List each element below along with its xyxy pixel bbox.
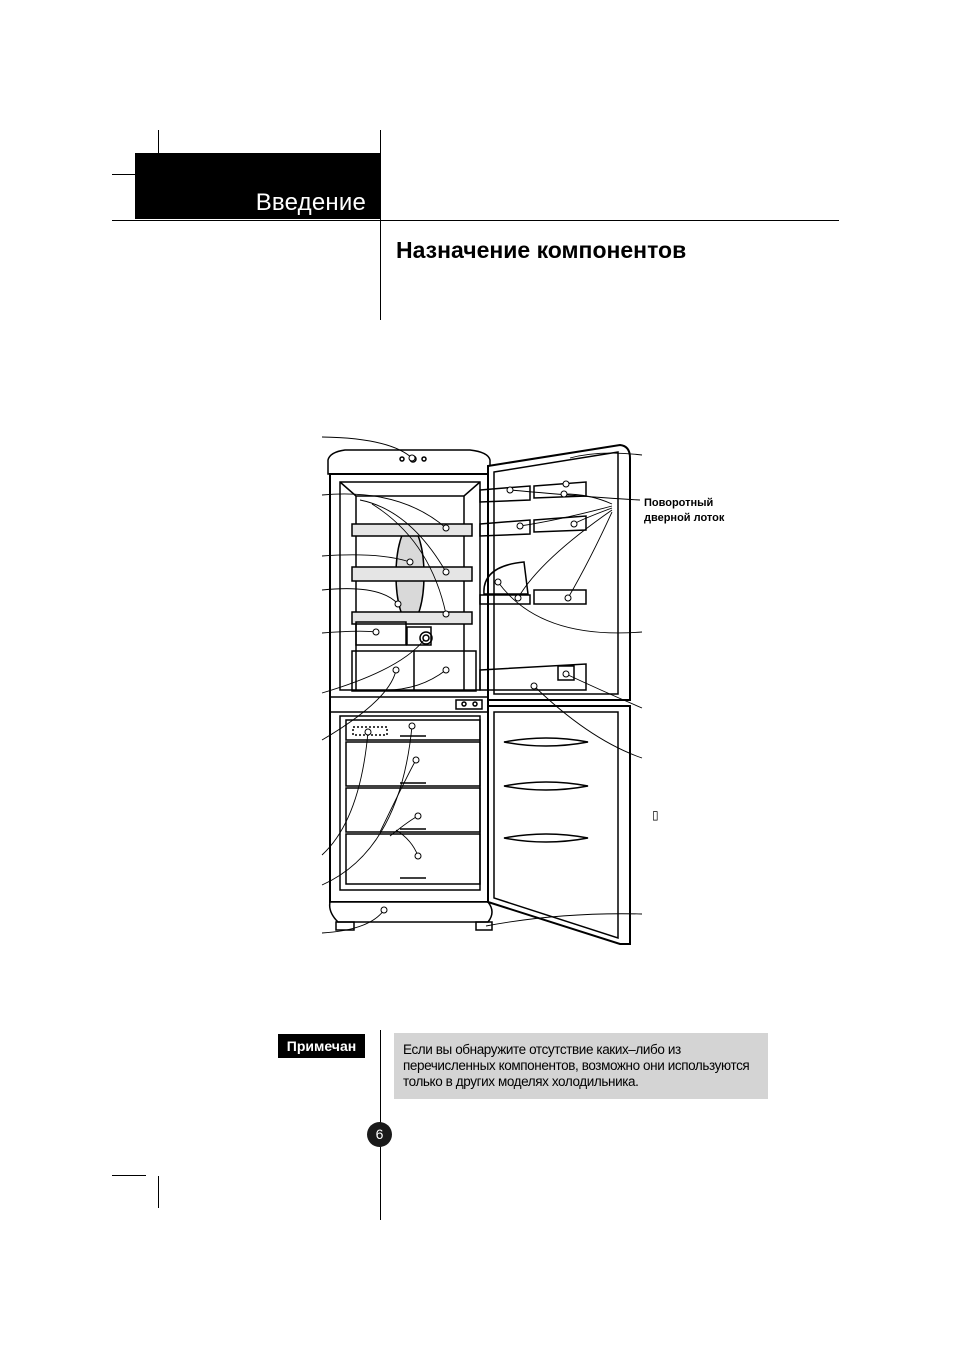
crop-mark-left (112, 174, 136, 175)
column-rule-top (380, 130, 381, 320)
page-number: 6 (367, 1122, 392, 1147)
page-title: Назначение компонентов (396, 237, 687, 263)
crop-mark-bottom (158, 1176, 159, 1208)
note-badge: Примечан (278, 1034, 365, 1058)
crop-mark-bottom-left (112, 1175, 146, 1176)
swivel-tray-callout: Поворотный дверной лоток (644, 496, 724, 526)
crop-mark-top (158, 130, 159, 154)
note-box: Если вы обнаружите отсутствие каких–либо… (394, 1033, 768, 1099)
section-title: Введение (255, 189, 366, 216)
note-text: Если вы обнаружите отсутствие каких–либо… (403, 1042, 750, 1089)
swivel-tray-callout-line1: Поворотный (644, 497, 714, 509)
section-header: Введение (135, 153, 380, 219)
header-rule (112, 220, 839, 221)
swivel-tray-callout-line2: дверной лоток (644, 512, 725, 524)
placeholder-glyph: ▯ (652, 808, 659, 822)
